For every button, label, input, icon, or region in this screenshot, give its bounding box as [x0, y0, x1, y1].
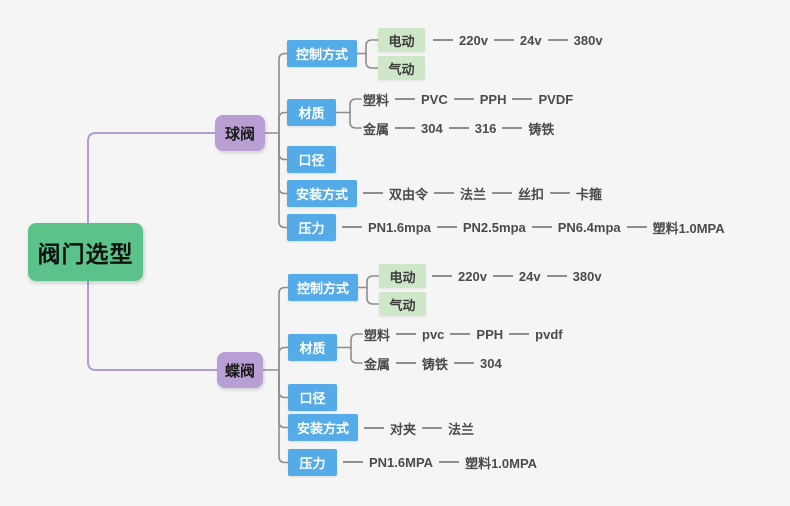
topic-node-butterfly-control-mode[interactable]: 控制方式 [288, 274, 358, 301]
chain-node-install[interactable]: 法兰 [460, 186, 487, 202]
gray-connectors [262, 39, 380, 464]
leaf-node-butterfly-pneumatic[interactable]: 气动 [379, 292, 426, 316]
topic-node-butterfly-material[interactable]: 材质 [288, 334, 337, 361]
chain-node-voltage[interactable]: 380v [573, 32, 603, 48]
connector-line [396, 362, 417, 364]
connector-line [547, 39, 568, 41]
chain-node-pressure[interactable]: PN6.4mpa [557, 219, 621, 235]
ball-pressure-chain: PN1.6mpa PN2.5mpa PN6.4mpa 塑料1.0MPA [336, 217, 725, 237]
leaf-node-butterfly-electric[interactable]: 电动 [379, 264, 426, 288]
connector-line [546, 275, 567, 277]
connector-line [422, 427, 443, 429]
butterfly-electric-voltage-chain: 220v 24v 380v [426, 266, 602, 286]
connector-line [453, 98, 474, 100]
connector-line [433, 39, 453, 41]
connector-line [509, 333, 530, 335]
leaf-node-ball-electric[interactable]: 电动 [378, 28, 425, 52]
chain-node-material[interactable]: 304 [421, 120, 443, 136]
connector-line [454, 362, 475, 364]
chain-node-plastic[interactable]: 塑料 [364, 327, 391, 343]
chain-node-pressure[interactable]: PN1.6MPA [369, 454, 434, 470]
butterfly-pressure-chain: PN1.6MPA 塑料1.0MPA [337, 452, 537, 472]
chain-node-material[interactable]: PVDF [538, 91, 574, 107]
ball-metal-material-chain: 金属 304 316 铸铁 [363, 118, 554, 138]
butterfly-plastic-material-chain: 塑料 pvc PPH pvdf [364, 324, 563, 344]
connector-line [502, 127, 523, 129]
ball-electric-voltage-chain: 220v 24v 380v [427, 30, 603, 50]
chain-node-material[interactable]: PVC [421, 91, 448, 107]
topic-node-ball-control-mode[interactable]: 控制方式 [287, 40, 357, 67]
topic-node-butterfly-diameter[interactable]: 口径 [288, 384, 337, 411]
connector-line [436, 226, 457, 228]
ball-install-chain: 双由令 法兰 丝扣 卡箍 [357, 183, 602, 203]
connector-line [531, 226, 552, 228]
connector-line [550, 192, 571, 194]
chain-node-voltage[interactable]: 380v [572, 268, 602, 284]
chain-node-material[interactable]: 铸铁 [422, 356, 449, 372]
connector-line [342, 226, 362, 228]
topic-node-ball-install-mode[interactable]: 安装方式 [287, 180, 357, 207]
chain-node-pressure[interactable]: 塑料1.0MPA [465, 455, 538, 471]
chain-node-pressure[interactable]: PN2.5mpa [462, 219, 526, 235]
chain-node-material[interactable]: PPH [476, 326, 504, 342]
topic-node-ball-material[interactable]: 材质 [287, 99, 336, 126]
ball-plastic-material-chain: 塑料 PVC PPH PVDF [363, 89, 573, 109]
connector-line [492, 275, 513, 277]
chain-node-install[interactable]: 丝扣 [518, 186, 545, 202]
chain-node-voltage[interactable]: 220v [459, 32, 488, 48]
connector-line [395, 98, 416, 100]
topic-node-butterfly-install-mode[interactable]: 安装方式 [288, 414, 358, 441]
connector-line [363, 192, 383, 194]
chain-node-install[interactable]: 双由令 [389, 186, 429, 202]
connector-line [448, 127, 469, 129]
connector-line [364, 427, 384, 429]
connector-line [343, 461, 363, 463]
chain-node-pressure[interactable]: PN1.6mpa [368, 219, 431, 235]
connector-line [396, 333, 417, 335]
chain-node-material[interactable]: 316 [474, 120, 497, 136]
chain-node-plastic[interactable]: 塑料 [363, 92, 390, 108]
connector-line [450, 333, 471, 335]
topic-node-ball-diameter[interactable]: 口径 [287, 146, 336, 173]
connector-line [512, 98, 533, 100]
chain-node-voltage[interactable]: 220v [458, 268, 487, 284]
chain-node-metal[interactable]: 金属 [364, 356, 391, 372]
connector-line [626, 226, 647, 228]
root-node-valve-selection[interactable]: 阀门选型 [28, 223, 143, 281]
chain-node-material[interactable]: pvdf [535, 326, 563, 342]
connector-line [432, 275, 452, 277]
chain-node-install[interactable]: 对夹 [390, 421, 417, 437]
chain-node-install[interactable]: 法兰 [448, 421, 475, 437]
connector-line [395, 127, 416, 129]
chain-node-material[interactable]: pvc [422, 326, 445, 342]
topic-node-ball-pressure[interactable]: 压力 [287, 214, 336, 241]
chain-node-voltage[interactable]: 24v [518, 268, 541, 284]
chain-node-voltage[interactable]: 24v [519, 32, 542, 48]
leaf-node-ball-pneumatic[interactable]: 气动 [378, 56, 425, 80]
chain-node-material[interactable]: 304 [480, 355, 502, 371]
branch-node-ball-valve[interactable]: 球阀 [215, 115, 265, 151]
topic-node-butterfly-pressure[interactable]: 压力 [288, 449, 337, 476]
chain-node-pressure[interactable]: 塑料1.0MPA [652, 220, 725, 236]
connector-line [493, 39, 514, 41]
branch-node-butterfly-valve[interactable]: 蝶阀 [217, 352, 263, 388]
chain-node-install[interactable]: 卡箍 [576, 186, 603, 202]
connector-line [492, 192, 513, 194]
chain-node-material[interactable]: PPH [479, 91, 507, 107]
chain-node-metal[interactable]: 金属 [363, 121, 390, 137]
connector-line [434, 192, 455, 194]
chain-node-material[interactable]: 铸铁 [528, 121, 555, 137]
connector-line [439, 461, 460, 463]
butterfly-install-chain: 对夹 法兰 [358, 418, 474, 438]
butterfly-metal-material-chain: 金属 铸铁 304 [364, 353, 502, 373]
